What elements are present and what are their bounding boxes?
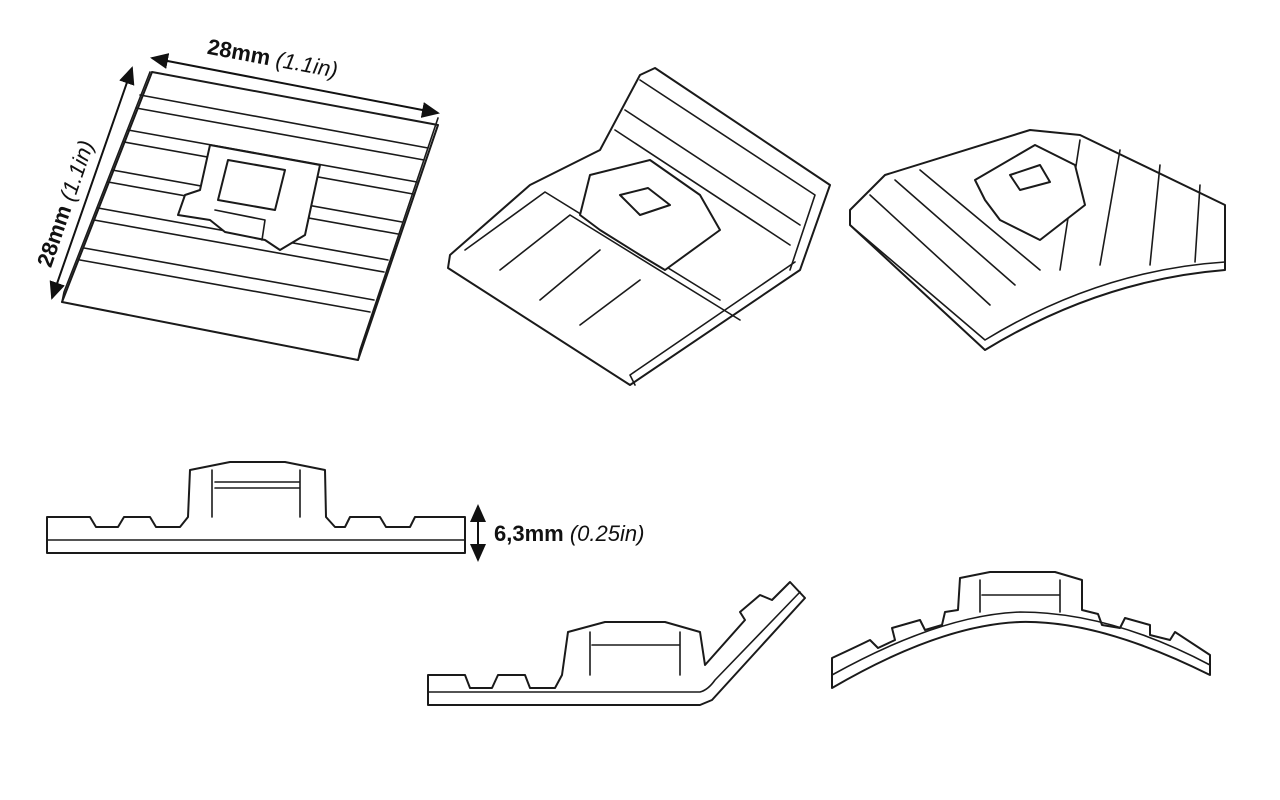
depth-dimension-arrow <box>49 66 135 300</box>
curved-mount-side-profile <box>831 571 1211 689</box>
flat-mount-top-view <box>61 71 439 361</box>
bent-mount-side-profile <box>427 581 806 706</box>
flat-mount-side-profile <box>46 461 466 554</box>
width-dimension-arrow <box>150 53 440 118</box>
height-dimension-label: 6,3mm (0.25in) <box>494 521 645 546</box>
bent-mount-view <box>447 67 831 386</box>
curved-mount-view <box>849 129 1226 351</box>
